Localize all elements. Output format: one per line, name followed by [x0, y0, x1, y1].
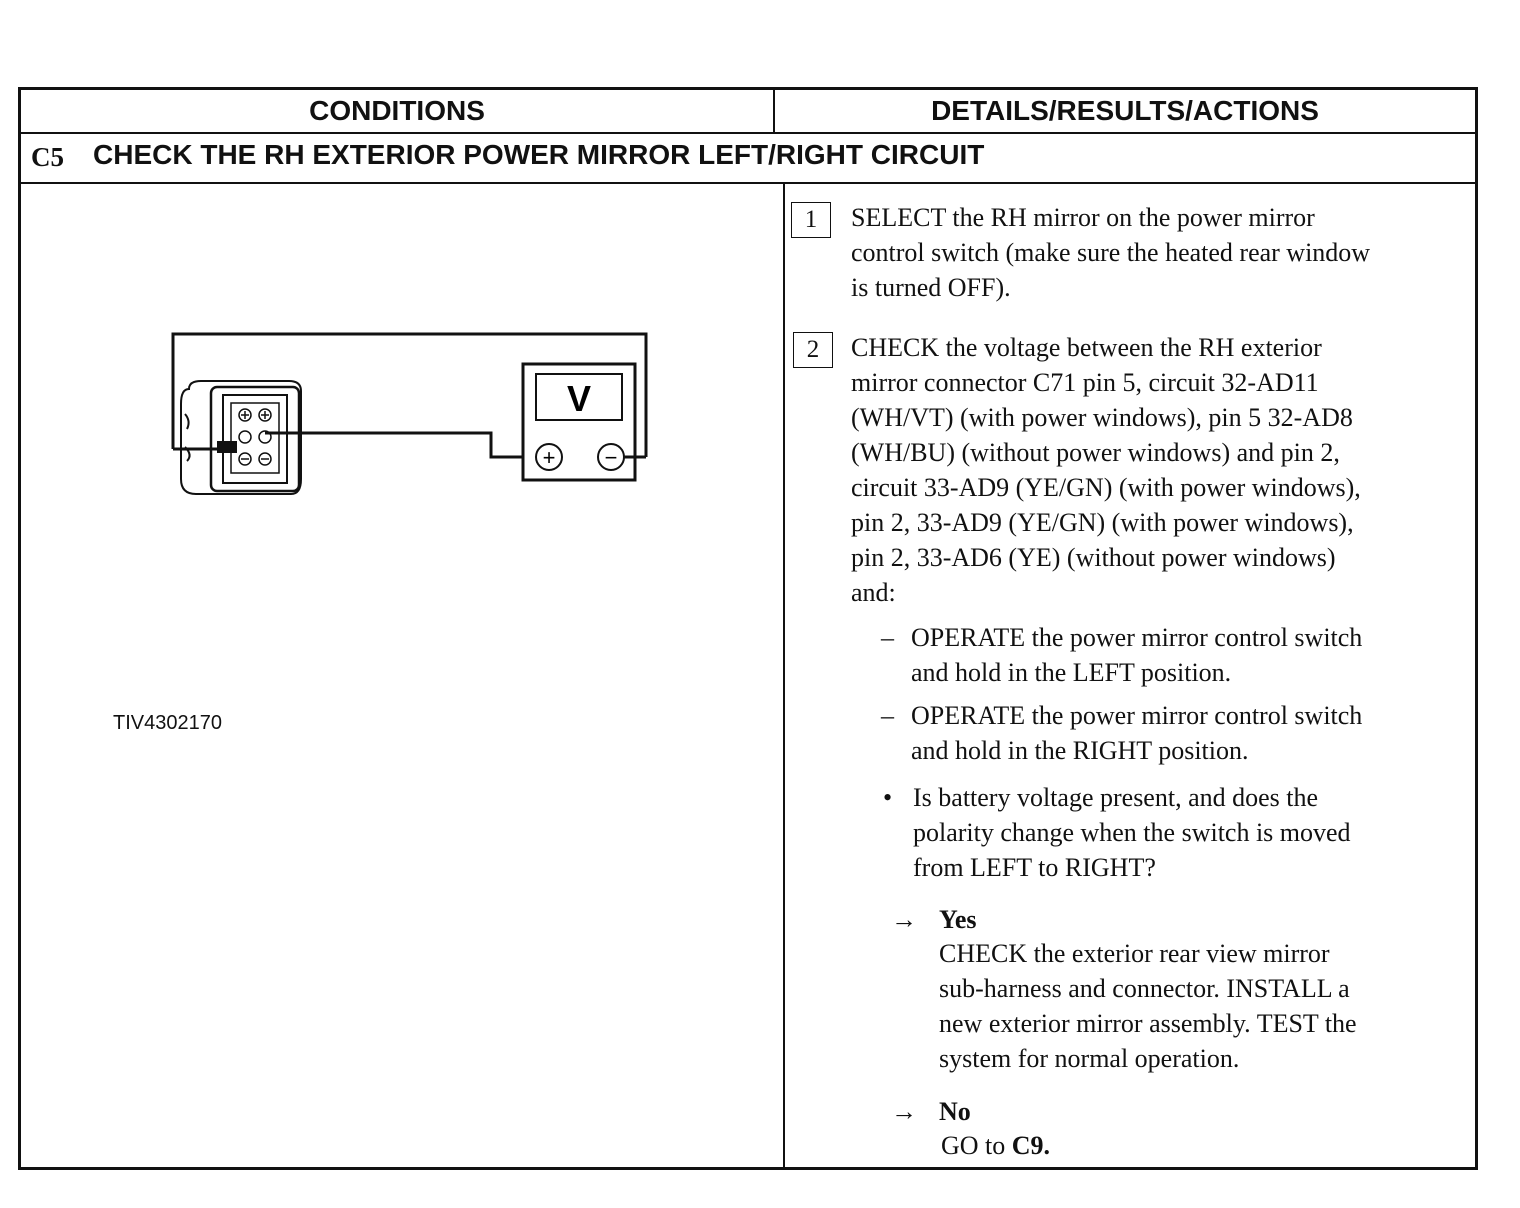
- text-line: SELECT the RH mirror on the power mirror: [851, 203, 1315, 232]
- step-number-2: 2: [793, 332, 833, 368]
- text-line: from LEFT to RIGHT?: [913, 853, 1156, 882]
- voltmeter-connector-diagram: V + −: [171, 332, 648, 495]
- go-to-target-link[interactable]: C9.: [1011, 1131, 1051, 1160]
- dash-marker: –: [881, 701, 894, 730]
- operate-left-text: OPERATE the power mirror control switch …: [911, 620, 1471, 690]
- text-line: circuit 33-AD9 (YE/GN) (with power windo…: [851, 473, 1361, 502]
- conditions-header: CONDITIONS: [21, 90, 775, 132]
- yes-action-text: CHECK the exterior rear view mirror sub-…: [939, 936, 1499, 1076]
- step1-text: SELECT the RH mirror on the power mirror…: [851, 200, 1471, 305]
- no-action-prefix: GO to: [941, 1131, 1012, 1160]
- mirror-connector-icon: [180, 380, 302, 495]
- text-line: (WH/VT) (with power windows), pin 5 32-A…: [851, 403, 1353, 432]
- no-arrow-icon: →: [891, 1097, 917, 1126]
- yes-arrow-icon: →: [891, 905, 917, 934]
- text-line: sub-harness and connector. INSTALL a: [939, 974, 1350, 1003]
- column-divider: [783, 184, 785, 1170]
- step-id: C5: [31, 142, 64, 172]
- voltmeter-icon: V + −: [521, 362, 637, 482]
- text-line: mirror connector C71 pin 5, circuit 32-A…: [851, 368, 1319, 397]
- step2-text: CHECK the voltage between the RH exterio…: [851, 330, 1471, 610]
- dash-marker: –: [881, 623, 894, 652]
- diagnostic-table: CONDITIONS DETAILS/RESULTS/ACTIONS C5 CH…: [18, 87, 1478, 1170]
- plus-terminal-icon: [535, 443, 563, 471]
- actions-cell: 1 SELECT the RH mirror on the power mirr…: [785, 184, 1475, 1170]
- figure-id: TIV4302170: [113, 712, 222, 734]
- test-lead-wire-outer: [171, 332, 648, 457]
- step-title: CHECK THE RH EXTERIOR POWER MIRROR LEFT/…: [93, 139, 985, 170]
- conditions-cell: V + − TIV4302170: [21, 184, 783, 1170]
- text-line: polarity change when the switch is moved: [913, 818, 1351, 847]
- text-line: CHECK the exterior rear view mirror: [939, 939, 1330, 968]
- yes-label: Yes: [939, 905, 977, 934]
- text-line: control switch (make sure the heated rea…: [851, 238, 1371, 267]
- text-line: and hold in the RIGHT position.: [911, 736, 1249, 765]
- details-header: DETAILS/RESULTS/ACTIONS: [931, 95, 1319, 126]
- operate-right-text: OPERATE the power mirror control switch …: [911, 698, 1471, 768]
- text-line: is turned OFF).: [851, 273, 1011, 302]
- step-number-1: 1: [791, 202, 831, 238]
- text-line: new exterior mirror assembly. TEST the: [939, 1009, 1357, 1038]
- text-line: CHECK the voltage between the RH exterio…: [851, 333, 1322, 362]
- text-line: (WH/BU) (without power windows) and pin …: [851, 438, 1340, 467]
- bullet-marker: •: [883, 783, 893, 812]
- test-lead-wire-inner: [265, 431, 523, 459]
- text-line: OPERATE the power mirror control switch: [911, 623, 1363, 652]
- text-line: and:: [851, 578, 896, 607]
- no-label: No: [939, 1097, 971, 1126]
- text-line: pin 2, 33-AD9 (YE/GN) (with power window…: [851, 508, 1354, 537]
- text-line: and hold in the LEFT position.: [911, 658, 1232, 687]
- minus-symbol: −: [605, 445, 618, 470]
- text-line: system for normal operation.: [939, 1044, 1240, 1073]
- no-action-text: GO to C9.: [941, 1128, 1501, 1163]
- question-text: Is battery voltage present, and does the…: [913, 780, 1473, 885]
- meter-label: V: [567, 378, 591, 419]
- table-header-row: CONDITIONS DETAILS/RESULTS/ACTIONS: [21, 90, 1475, 134]
- text-line: Is battery voltage present, and does the: [913, 783, 1319, 812]
- text-line: OPERATE the power mirror control switch: [911, 701, 1363, 730]
- step-title-row: C5 CHECK THE RH EXTERIOR POWER MIRROR LE…: [21, 134, 1475, 184]
- text-line: pin 2, 33-AD6 (YE) (without power window…: [851, 543, 1336, 572]
- plus-symbol: +: [543, 445, 556, 470]
